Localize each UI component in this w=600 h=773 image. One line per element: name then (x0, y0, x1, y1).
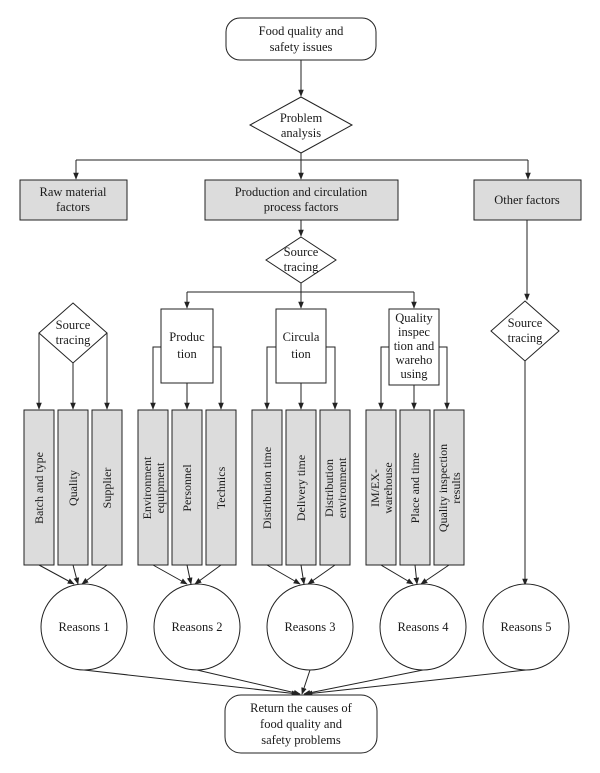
problem-analysis-diamond: Problem analysis (248, 96, 354, 154)
column-batch-and-type-label: Batch and type (32, 452, 46, 524)
quality-inspection-warehousing-box: Quality inspec tion and wareho using (388, 308, 440, 386)
raw-factors-line-2: factors (56, 200, 90, 214)
other-factors-box: Other factors (473, 179, 582, 221)
quality-box-line-1: Quality (395, 311, 433, 325)
start-line-2: safety issues (270, 40, 333, 54)
production-box-line-1: Produc (169, 330, 205, 344)
column-supplier: Supplier (91, 409, 123, 566)
column-personnel-label: Personnel (180, 464, 194, 512)
source-tracing-right-line-2: tracing (508, 331, 543, 345)
source-tracing-left-line-2: tracing (56, 333, 91, 347)
quality-box-line-3: tion and (394, 339, 435, 353)
reasons-1-circle: Reasons 1 (40, 583, 128, 671)
source-tracing-left-line-1: Source (56, 318, 91, 332)
end-line-1: Return the causes of (250, 701, 353, 715)
column-environment-equipment: Environment equipment (137, 409, 169, 566)
end-terminal: Return the causes of food quality and sa… (224, 694, 378, 754)
reasons-5-circle: Reasons 5 (482, 583, 570, 671)
column-batch-and-type: Batch and type (23, 409, 55, 566)
column-quality-inspection-results: Quality inspection results (433, 409, 465, 566)
end-line-2: food quality and (260, 717, 343, 731)
column-distribution-env-line-1: Distribution (322, 459, 336, 517)
reasons-3-circle: Reasons 3 (266, 583, 354, 671)
reasons-1-label: Reasons 1 (58, 620, 109, 634)
production-circulation-factors-box: Production and circulation process facto… (204, 179, 399, 221)
column-quality-results-line-2: results (449, 472, 463, 504)
column-distribution-environment: Distribution environment (319, 409, 351, 566)
column-personnel: Personnel (171, 409, 203, 566)
source-tracing-center-line-1: Source (284, 245, 319, 259)
column-place-and-time-label: Place and time (408, 453, 422, 524)
reasons-3-label: Reasons 3 (284, 620, 335, 634)
column-supplier-label: Supplier (100, 468, 114, 509)
column-quality-label: Quality (66, 470, 80, 506)
source-tracing-center-line-2: tracing (284, 260, 319, 274)
column-im-ex-warehouse: IM/EX- warehouse (365, 409, 397, 566)
production-factors-line-1: Production and circulation (235, 185, 368, 199)
column-environment-line-1: Environment (140, 456, 154, 519)
column-distribution-time-label: Distribution time (260, 447, 274, 529)
circulation-box: Circula tion (275, 308, 327, 384)
start-line-1: Food quality and (259, 24, 344, 38)
reasons-5-label: Reasons 5 (500, 620, 551, 634)
quality-box-line-4: wareho (396, 353, 433, 367)
column-distribution-time: Distribution time (251, 409, 283, 566)
column-im-ex-line-1: IM/EX- (368, 469, 382, 507)
column-delivery-time: Delivery time (285, 409, 317, 566)
column-place-and-time: Place and time (399, 409, 431, 566)
source-tracing-diamond-center: Source tracing (265, 236, 337, 284)
raw-material-factors-box: Raw material factors (19, 179, 128, 221)
column-im-ex-line-2: warehouse (381, 462, 395, 513)
source-tracing-diamond-left: Source tracing (38, 302, 108, 364)
column-technics: Technics (205, 409, 237, 566)
quality-box-line-2: inspec (398, 325, 430, 339)
reasons-2-circle: Reasons 2 (153, 583, 241, 671)
production-factors-line-2: process factors (264, 200, 339, 214)
source-tracing-right-line-1: Source (508, 316, 543, 330)
source-tracing-diamond-right: Source tracing (490, 300, 560, 362)
quality-box-line-5: using (400, 367, 428, 381)
production-box: Produc tion (160, 308, 214, 384)
reasons-4-circle: Reasons 4 (379, 583, 467, 671)
start-terminal: Food quality and safety issues (225, 17, 377, 61)
production-box-line-2: tion (177, 347, 197, 361)
column-environment-line-2: equipment (153, 462, 167, 513)
column-quality-results-line-1: Quality inspection (436, 444, 450, 532)
column-delivery-time-label: Delivery time (294, 455, 308, 521)
column-technics-label: Technics (214, 466, 228, 509)
circulation-box-line-2: tion (291, 347, 311, 361)
reasons-2-label: Reasons 2 (171, 620, 222, 634)
raw-factors-line-1: Raw material (40, 185, 108, 199)
problem-analysis-line-1: Problem (280, 111, 323, 125)
end-line-3: safety problems (261, 733, 341, 747)
problem-analysis-line-2: analysis (281, 126, 321, 140)
reasons-4-label: Reasons 4 (397, 620, 449, 634)
column-quality: Quality (57, 409, 89, 566)
other-factors-label: Other factors (494, 193, 560, 207)
column-distribution-env-line-2: environment (335, 457, 349, 518)
circulation-box-line-1: Circula (283, 330, 320, 344)
